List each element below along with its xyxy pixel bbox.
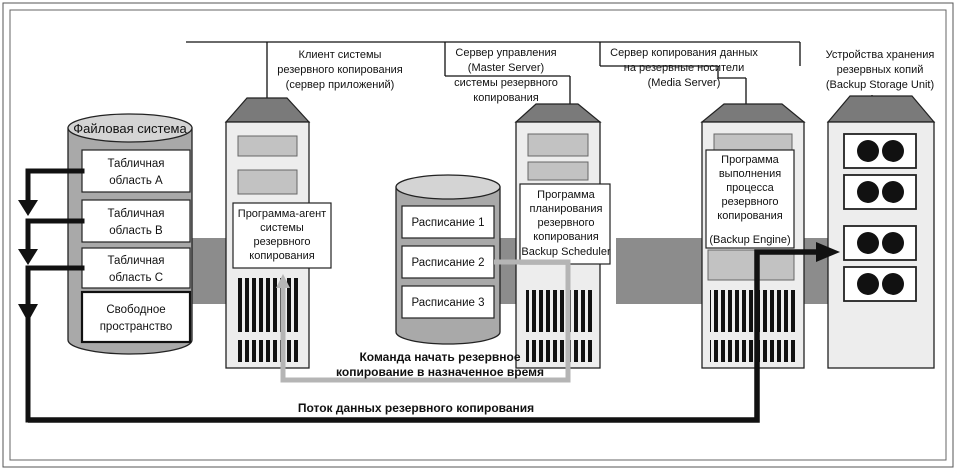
tape-cartridge-4[interactable] xyxy=(843,266,917,302)
storage-label-2: резервных копий xyxy=(837,64,924,76)
schedule-item-1[interactable] xyxy=(401,205,495,239)
scheduler-label-4: копирования xyxy=(533,231,598,243)
client-label-3: (сервер приложений) xyxy=(286,79,395,91)
scheduler-label-5: Backup Scheduler xyxy=(521,246,611,258)
media-label-1: Сервер копирования данных xyxy=(610,47,758,59)
agent-program-box[interactable] xyxy=(232,202,332,269)
engine-label-1: Программа xyxy=(721,154,780,166)
table-area-c-label-1: Табличная xyxy=(107,255,164,267)
client-server-tower: Программа-агент системы резервного копир… xyxy=(224,97,332,369)
free-space-label-1: Свободное xyxy=(106,304,165,316)
schedule-item-2[interactable] xyxy=(401,245,495,279)
free-space[interactable] xyxy=(80,290,192,344)
table-area-a[interactable] xyxy=(81,149,191,193)
agent-label-2: системы xyxy=(260,222,304,234)
scheduler-label-2: планирования xyxy=(530,203,603,215)
table-area-b-label-2: область В xyxy=(109,225,163,237)
filesystem-title: Файловая система xyxy=(73,121,187,136)
schedule-item-3-label: Расписание 3 xyxy=(412,297,485,309)
storage-label-1: Устройства хранения xyxy=(826,49,935,61)
schedule-cylinder: Расписание 1 Расписание 2 Расписание 3 xyxy=(395,174,501,345)
master-label-1: Сервер управления xyxy=(455,47,556,59)
dataflow-main-path xyxy=(28,249,818,423)
master-label-2: (Master Server) xyxy=(468,62,544,74)
tape-cartridge-2[interactable] xyxy=(843,174,917,210)
free-space-label-2: пространство xyxy=(100,321,173,333)
media-label-2: на резервные носители xyxy=(624,62,744,74)
scheduler-label-3: резервного xyxy=(537,217,594,229)
dataflow-label: Поток данных резервного копирования xyxy=(298,401,534,415)
schedule-item-3[interactable] xyxy=(401,285,495,319)
client-label-2: резервного копирования xyxy=(277,64,403,76)
command-label-2: копирование в назначенное время xyxy=(336,365,544,379)
storage-label-3: (Backup Storage Unit) xyxy=(826,79,934,91)
engine-label-5: копирования xyxy=(717,210,782,222)
scheduler-program-box[interactable] xyxy=(519,183,611,265)
engine-label-4: резервного xyxy=(721,196,778,208)
network-bus xyxy=(186,41,873,106)
filesystem-cylinder: Файловая система Табличная область А Таб… xyxy=(67,113,193,355)
table-area-b[interactable] xyxy=(81,199,191,243)
media-label-3: (Media Server) xyxy=(648,77,721,89)
agent-label-4: копирования xyxy=(249,250,314,262)
scheduler-label-1: Программа xyxy=(537,189,596,201)
command-arrow xyxy=(280,259,571,383)
top-labels: Клиент системы резервного копирования (с… xyxy=(277,47,934,104)
command-arrowhead xyxy=(276,274,290,288)
dataflow-arrowhead-2 xyxy=(18,249,38,265)
engine-label-3: процесса xyxy=(726,182,774,194)
master-server-tower: Программа планирования резервного копиро… xyxy=(514,103,611,369)
schedule-item-2-label: Расписание 2 xyxy=(412,257,485,269)
table-area-a-label-1: Табличная xyxy=(107,158,164,170)
agent-label-3: резервного xyxy=(253,236,310,248)
table-area-c[interactable] xyxy=(81,247,191,289)
master-label-4: копирования xyxy=(473,92,538,104)
backup-storage-unit xyxy=(826,95,936,369)
tape-cartridge-1[interactable] xyxy=(843,133,917,169)
media-server-tower: Программа выполнения процесса резервного… xyxy=(700,103,806,369)
dataflow-arrowhead-storage xyxy=(816,242,840,262)
engine-program-box[interactable] xyxy=(705,149,795,249)
engine-label-6: (Backup Engine) xyxy=(709,234,790,246)
master-label-3: системы резервного xyxy=(454,77,558,89)
agent-label-1: Программа-агент xyxy=(238,208,326,220)
dataflow-left-feeds xyxy=(25,168,85,423)
tape-cartridge-3[interactable] xyxy=(843,225,917,261)
table-area-a-label-2: область А xyxy=(109,175,163,187)
table-area-b-label-1: Табличная xyxy=(107,208,164,220)
dataflow-arrowhead-1 xyxy=(18,200,38,216)
client-label-1: Клиент системы xyxy=(299,49,382,61)
command-label-1: Команда начать резервное xyxy=(359,350,520,364)
table-area-c-label-2: область С xyxy=(109,272,163,284)
dataflow-arrowhead-3 xyxy=(18,304,38,322)
schedule-item-1-label: Расписание 1 xyxy=(412,217,485,229)
engine-label-2: выполнения xyxy=(719,168,781,180)
connector-bars xyxy=(190,238,828,304)
